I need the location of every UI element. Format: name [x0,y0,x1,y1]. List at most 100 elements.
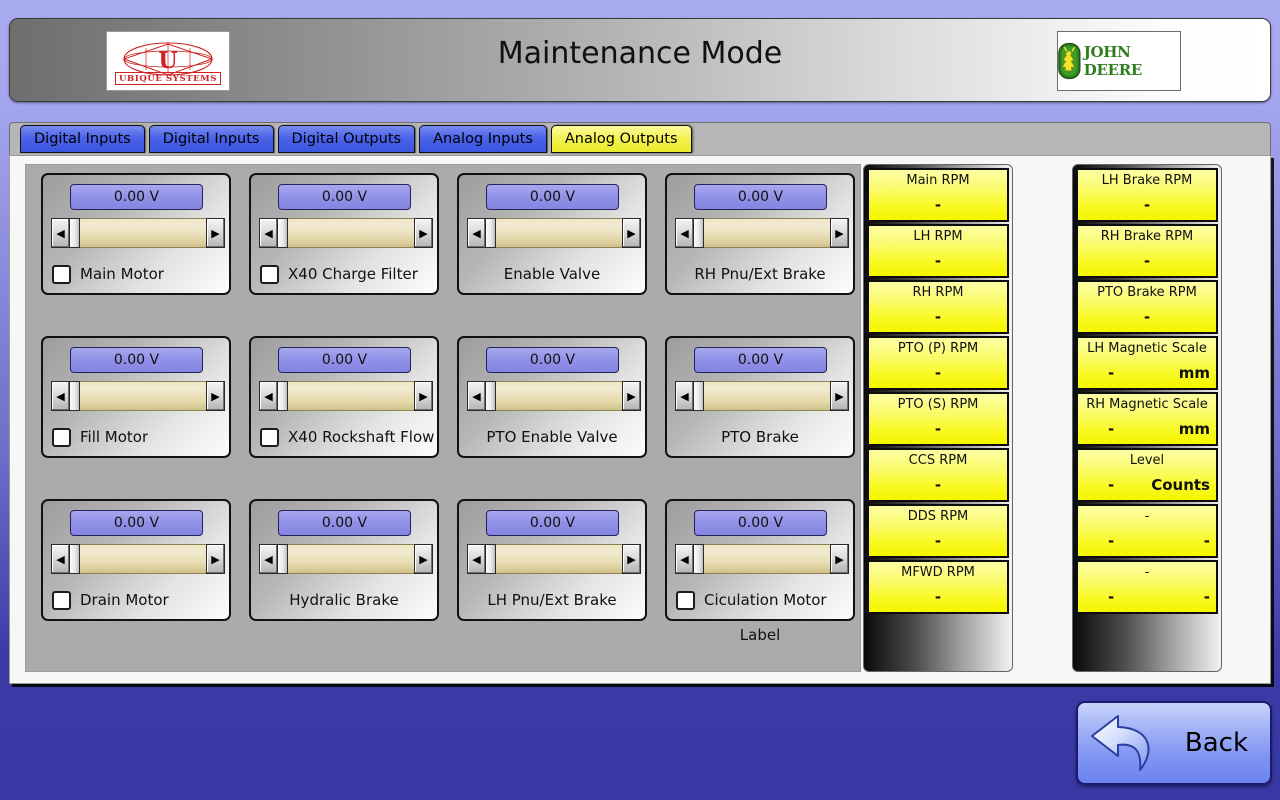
output-value-display[interactable]: 0.00 V [70,184,203,210]
enable-checkbox[interactable] [260,264,279,284]
slider-left-arrow-icon[interactable]: ◀ [467,218,486,248]
readout-box[interactable]: PTO (S) RPM- [867,392,1009,446]
output-slider[interactable]: ◀▶ [259,544,433,574]
slider-right-arrow-icon[interactable]: ▶ [622,381,641,411]
readout-box[interactable]: LH RPM- [867,224,1009,278]
slider-left-arrow-icon[interactable]: ◀ [259,381,278,411]
slider-thumb[interactable] [70,544,80,574]
readout-box[interactable]: LH Magnetic Scale-mm [1076,336,1218,390]
tab-digital-outputs-2[interactable]: Digital Outputs [277,125,416,153]
slider-left-arrow-icon[interactable]: ◀ [467,381,486,411]
slider-left-arrow-icon[interactable]: ◀ [51,544,70,574]
readout-box[interactable]: PTO Brake RPM- [1076,280,1218,334]
slider-track[interactable] [80,544,206,574]
tab-digital-inputs-1[interactable]: Digital Inputs [148,125,274,153]
slider-track[interactable] [80,381,206,411]
slider-track[interactable] [496,381,622,411]
output-slider[interactable]: ◀▶ [467,381,641,411]
slider-right-arrow-icon[interactable]: ▶ [622,544,641,574]
enable-checkbox[interactable] [52,264,71,284]
slider-right-arrow-icon[interactable]: ▶ [414,381,433,411]
slider-left-arrow-icon[interactable]: ◀ [51,218,70,248]
slider-right-arrow-icon[interactable]: ▶ [622,218,641,248]
slider-right-arrow-icon[interactable]: ▶ [206,218,225,248]
readout-box[interactable]: LH Brake RPM- [1076,168,1218,222]
enable-checkbox[interactable] [676,590,695,610]
tab-digital-inputs-0[interactable]: Digital Inputs [20,125,145,153]
output-value-display[interactable]: 0.00 V [70,347,203,373]
slider-thumb[interactable] [70,218,80,248]
slider-track[interactable] [704,218,830,248]
slider-right-arrow-icon[interactable]: ▶ [206,381,225,411]
slider-left-arrow-icon[interactable]: ◀ [259,218,278,248]
output-slider[interactable]: ◀▶ [467,544,641,574]
slider-thumb[interactable] [694,381,704,411]
tab-analog-inputs-3[interactable]: Analog Inputs [419,125,547,153]
slider-thumb[interactable] [486,381,496,411]
slider-right-arrow-icon[interactable]: ▶ [830,218,849,248]
readout-box[interactable]: RH Magnetic Scale-mm [1076,392,1218,446]
slider-right-arrow-icon[interactable]: ▶ [206,544,225,574]
slider-left-arrow-icon[interactable]: ◀ [51,381,70,411]
output-value-display[interactable]: 0.00 V [486,510,619,536]
slider-thumb[interactable] [486,218,496,248]
slider-track[interactable] [496,218,622,248]
readout-box[interactable]: PTO (P) RPM- [867,336,1009,390]
slider-left-arrow-icon[interactable]: ◀ [259,544,278,574]
output-slider[interactable]: ◀▶ [51,544,225,574]
readout-box[interactable]: --- [1076,504,1218,558]
output-value-display[interactable]: 0.00 V [278,510,411,536]
readout-box[interactable]: MFWD RPM- [867,560,1009,614]
slider-thumb[interactable] [278,381,288,411]
slider-thumb[interactable] [694,544,704,574]
slider-track[interactable] [704,544,830,574]
slider-right-arrow-icon[interactable]: ▶ [414,218,433,248]
slider-track[interactable] [288,381,414,411]
slider-thumb[interactable] [278,544,288,574]
output-slider[interactable]: ◀▶ [675,544,849,574]
output-slider[interactable]: ◀▶ [259,218,433,248]
slider-left-arrow-icon[interactable]: ◀ [675,381,694,411]
output-value-display[interactable]: 0.00 V [694,184,827,210]
output-slider[interactable]: ◀▶ [675,381,849,411]
enable-checkbox[interactable] [52,427,71,447]
output-value-display[interactable]: 0.00 V [486,184,619,210]
slider-track[interactable] [704,381,830,411]
slider-thumb[interactable] [70,381,80,411]
slider-thumb[interactable] [486,544,496,574]
output-value-display[interactable]: 0.00 V [278,184,411,210]
back-button[interactable]: Back [1076,701,1272,785]
output-value-display[interactable]: 0.00 V [278,347,411,373]
slider-left-arrow-icon[interactable]: ◀ [675,544,694,574]
output-slider[interactable]: ◀▶ [259,381,433,411]
enable-checkbox[interactable] [260,427,279,447]
slider-right-arrow-icon[interactable]: ▶ [414,544,433,574]
slider-right-arrow-icon[interactable]: ▶ [830,544,849,574]
slider-track[interactable] [288,218,414,248]
readout-box[interactable]: Main RPM- [867,168,1009,222]
output-slider[interactable]: ◀▶ [467,218,641,248]
readout-box[interactable]: RH Brake RPM- [1076,224,1218,278]
slider-left-arrow-icon[interactable]: ◀ [467,544,486,574]
slider-thumb[interactable] [278,218,288,248]
slider-thumb[interactable] [694,218,704,248]
output-value-display[interactable]: 0.00 V [486,347,619,373]
output-slider[interactable]: ◀▶ [51,381,225,411]
readout-box[interactable]: Level-Counts [1076,448,1218,502]
readout-box[interactable]: RH RPM- [867,280,1009,334]
output-value-display[interactable]: 0.00 V [694,347,827,373]
output-value-display[interactable]: 0.00 V [70,510,203,536]
slider-track[interactable] [80,218,206,248]
tab-analog-outputs-4[interactable]: Analog Outputs [550,125,692,153]
output-slider[interactable]: ◀▶ [675,218,849,248]
slider-track[interactable] [288,544,414,574]
readout-box[interactable]: CCS RPM- [867,448,1009,502]
slider-left-arrow-icon[interactable]: ◀ [675,218,694,248]
enable-checkbox[interactable] [52,590,71,610]
readout-box[interactable]: --- [1076,560,1218,614]
output-slider[interactable]: ◀▶ [51,218,225,248]
output-value-display[interactable]: 0.00 V [694,510,827,536]
readout-box[interactable]: DDS RPM- [867,504,1009,558]
slider-track[interactable] [496,544,622,574]
slider-right-arrow-icon[interactable]: ▶ [830,381,849,411]
